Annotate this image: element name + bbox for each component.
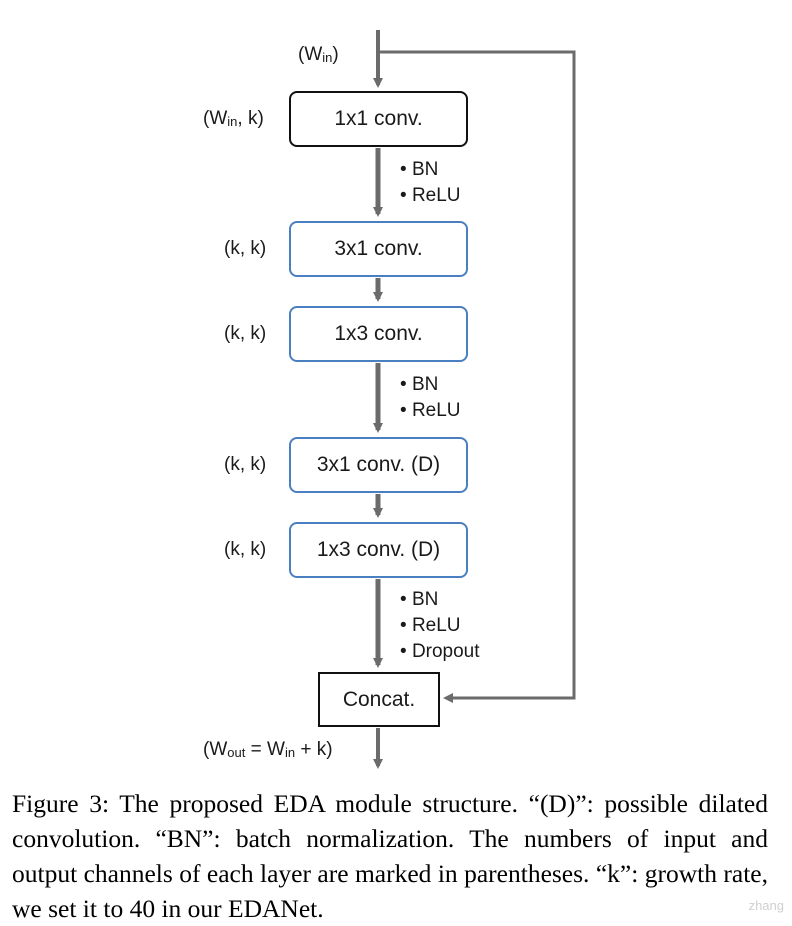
- notes-after-conv1: BN ReLU: [400, 157, 461, 209]
- conv4-channels-label: (k, k): [224, 454, 267, 475]
- arrows-layer: [373, 30, 576, 769]
- watermark: zhang: [748, 898, 784, 913]
- conv3-channels-label: (k, k): [224, 323, 267, 344]
- note-item: BN: [400, 372, 461, 398]
- conv-1x3-dilated-box: 1x3 conv. (D): [289, 522, 468, 578]
- conv1-channels-label: (Win, k): [203, 108, 264, 129]
- concat-box: Concat.: [318, 672, 440, 727]
- figure-caption: Figure 3: The proposed EDA module struct…: [12, 789, 768, 923]
- note-item: ReLU: [400, 613, 480, 639]
- conv-1x3-box: 1x3 conv.: [289, 306, 468, 362]
- notes-after-conv5: BN ReLU Dropout: [400, 587, 480, 665]
- note-item: BN: [400, 587, 480, 613]
- conv-3x1-dilated-box: 3x1 conv. (D): [289, 437, 468, 493]
- conv5-channels-label: (k, k): [224, 539, 267, 560]
- output-channels-label: (Wout = Win + k): [203, 739, 333, 760]
- note-item: Dropout: [400, 639, 480, 665]
- note-item: ReLU: [400, 398, 461, 424]
- notes-after-conv3: BN ReLU: [400, 372, 461, 424]
- conv2-channels-label: (k, k): [224, 238, 267, 259]
- note-item: BN: [400, 157, 461, 183]
- conv-3x1-box: 3x1 conv.: [289, 221, 468, 277]
- skip-connection-line: [380, 50, 576, 703]
- input-channels-label: (Win): [298, 44, 339, 65]
- eda-module-diagram: 1x1 conv. 3x1 conv. 1x3 conv. 3x1 conv. …: [0, 0, 792, 780]
- conv-1x1-box: 1x1 conv.: [289, 91, 468, 147]
- note-item: ReLU: [400, 183, 461, 209]
